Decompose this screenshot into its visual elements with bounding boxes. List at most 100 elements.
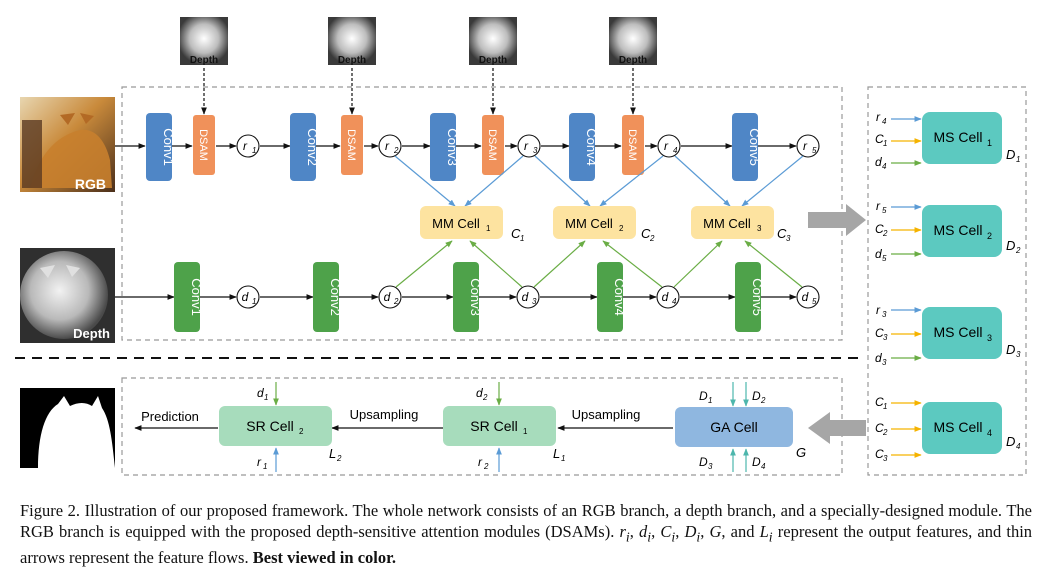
svg-text:DSAM: DSAM [197,129,209,161]
svg-text:1: 1 [561,454,565,463]
mm-cell-2: MM Cell 2 C 2 [553,206,655,243]
svg-text:d: d [802,290,809,304]
svg-text:SR Cell: SR Cell [246,418,293,434]
svg-text:DSAM: DSAM [486,129,498,161]
svg-text:Conv2: Conv2 [328,278,343,316]
svg-text:1: 1 [708,396,712,405]
svg-text:3: 3 [883,454,888,463]
svg-text:1: 1 [1016,155,1020,164]
svg-text:D: D [1006,434,1015,449]
node-r5: r 5 [796,134,820,158]
svg-text:D: D [699,389,708,403]
svg-text:Conv3: Conv3 [468,278,483,316]
depth-conv5: Conv5 [735,262,765,332]
svg-text:r: r [257,455,262,469]
node-r3: r 3 [517,134,541,158]
svg-text:2: 2 [393,146,399,155]
svg-text:D: D [752,389,761,403]
svg-text:2: 2 [336,454,342,463]
svg-text:4: 4 [882,162,887,171]
prediction-label: Prediction [141,409,199,424]
svg-text:3: 3 [883,333,888,342]
rgb-conv1: Conv1 [146,113,176,181]
svg-text:C: C [875,421,884,435]
svg-text:1: 1 [883,402,887,411]
svg-text:1: 1 [252,146,256,155]
dsam-1: DSAM [193,115,215,175]
node-r2: r 2 [378,134,402,158]
ms-cell-2: r 5 C 2 d 5 MS Cell 2 D 2 [875,199,1021,263]
svg-text:r: r [524,139,529,153]
figure-caption: Figure 2. Illustration of our proposed f… [20,501,1033,568]
svg-text:r: r [876,199,881,213]
sr-cell-2: d 1 SR Cell 2 r 1 L 2 [219,382,342,472]
svg-text:4: 4 [761,462,766,471]
svg-text:D: D [752,455,761,469]
upsampling-label-2: Upsampling [350,407,419,422]
svg-text:D: D [1006,342,1015,357]
svg-text:2: 2 [482,393,488,402]
svg-text:d: d [384,290,391,304]
ms-to-ga-arrow [808,412,866,444]
depth-conv3: Conv3 [453,262,483,332]
svg-text:3: 3 [786,234,791,243]
svg-text:1: 1 [263,462,267,471]
node-d1: d 1 [236,285,260,309]
mm-cell-3: MM Cell 3 C 3 [691,206,791,243]
svg-text:C: C [875,326,884,340]
svg-text:DSAM: DSAM [626,129,638,161]
dsam-3: DSAM [482,115,504,175]
depth-thumb-2: Depth [328,17,376,66]
node-r4: r 4 [657,134,681,158]
svg-text:Conv1: Conv1 [189,278,204,316]
svg-text:r: r [243,139,248,153]
svg-text:4: 4 [987,428,992,438]
rgb-conv3: Conv3 [430,113,460,181]
rgb-input-image: RGB [20,97,115,192]
svg-text:C: C [875,132,884,146]
svg-text:r: r [478,455,483,469]
svg-text:MM Cell: MM Cell [703,216,751,231]
depth-conv2: Conv2 [313,262,343,332]
svg-text:1: 1 [883,139,887,148]
svg-text:C: C [875,395,884,409]
svg-text:3: 3 [882,358,887,367]
svg-text:C: C [641,226,651,241]
svg-text:r: r [664,139,669,153]
svg-text:2: 2 [987,231,992,241]
svg-text:5: 5 [882,206,887,215]
svg-text:r: r [803,139,808,153]
rgb-conv4: Conv4 [569,113,599,181]
svg-text:MS Cell: MS Cell [933,129,982,145]
sr-cell-1: d 2 SR Cell 1 r 2 L 1 [443,382,565,472]
svg-text:2: 2 [1015,246,1021,255]
ms-cell-1: r 4 C 1 d 4 MS Cell 1 D 1 [875,110,1020,171]
framework-diagram: RGB Depth Depth Depth Depth Depth [15,17,1027,476]
svg-text:1: 1 [264,393,268,402]
svg-text:d: d [875,155,882,169]
svg-text:2: 2 [483,462,489,471]
depth-conv4: Conv4 [597,262,627,332]
node-d4: d 4 [656,285,680,309]
svg-text:MM Cell: MM Cell [565,216,613,231]
svg-text:Conv1: Conv1 [161,128,176,166]
ms-cell-4: C 1 C 2 C 3 MS Cell 4 D 4 [875,395,1021,463]
svg-text:2: 2 [760,396,766,405]
svg-text:4: 4 [672,297,677,306]
svg-text:MS Cell: MS Cell [933,222,982,238]
svg-text:2: 2 [299,427,304,436]
svg-text:Depth: Depth [190,55,218,66]
svg-text:5: 5 [812,146,817,155]
svg-text:2: 2 [882,428,888,437]
svg-text:Depth: Depth [338,55,366,66]
depth-thumb-4: Depth [609,17,657,66]
svg-text:2: 2 [619,224,624,233]
svg-text:DSAM: DSAM [345,129,357,161]
upsampling-label-1: Upsampling [572,407,641,422]
svg-text:d: d [875,247,882,261]
rgb-conv2: Conv2 [290,113,320,181]
svg-text:Conv4: Conv4 [584,128,599,166]
svg-text:2: 2 [393,297,399,306]
svg-text:3: 3 [708,462,713,471]
svg-text:Depth: Depth [619,55,647,66]
